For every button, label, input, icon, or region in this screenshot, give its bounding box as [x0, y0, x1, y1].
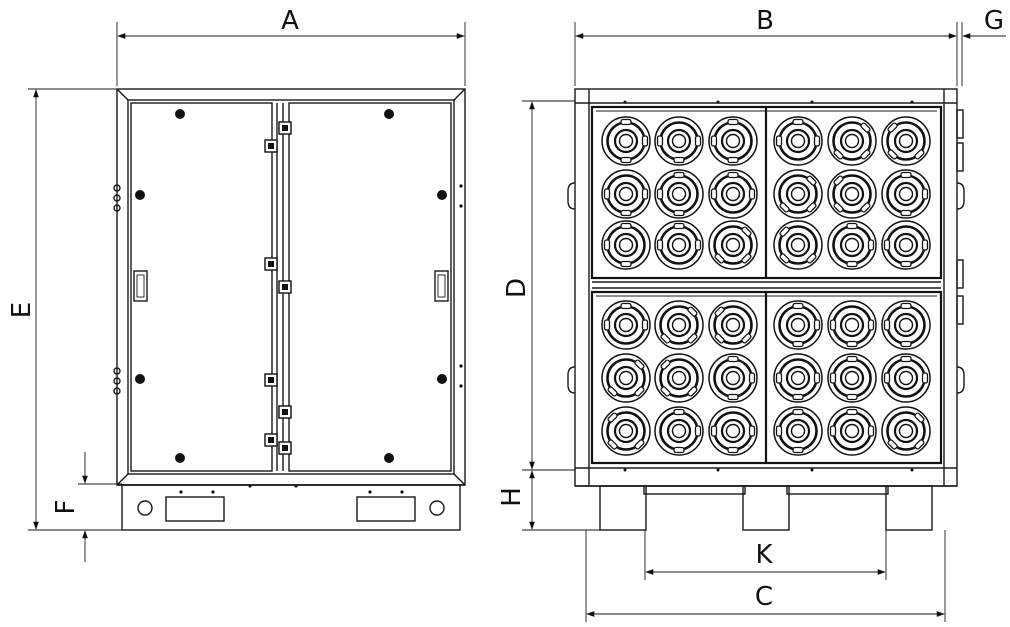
- base-hole-left: [137, 500, 153, 516]
- fan-unit: [708, 353, 758, 403]
- fan-unit: [827, 300, 877, 350]
- fan-unit: [601, 353, 651, 403]
- side-inner-frame: [127, 99, 455, 475]
- fan-unit: [827, 353, 877, 403]
- dim-label-e: E: [7, 302, 37, 318]
- fan-unit: [601, 116, 651, 166]
- dim-label-c: C: [755, 582, 773, 612]
- base-rail-right: [786, 485, 889, 495]
- fan-unit: [881, 169, 931, 219]
- base-rail-left: [643, 485, 746, 495]
- dim-label-h: H: [497, 487, 527, 507]
- fan-unit: [827, 406, 877, 456]
- dim-label-d: D: [502, 278, 532, 298]
- fan-unit: [881, 353, 931, 403]
- fan-unit: [827, 169, 877, 219]
- forklift-slot-left: [165, 496, 225, 522]
- fan-unit: [654, 406, 704, 456]
- foot-right: [885, 485, 933, 531]
- left-door-panel: [130, 102, 273, 472]
- base-hole-right: [429, 500, 445, 516]
- fan-unit: [654, 220, 704, 270]
- fan-unit: [881, 220, 931, 270]
- fan-unit: [654, 300, 704, 350]
- right-door-panel: [288, 102, 452, 472]
- side-mounts: [567, 109, 965, 394]
- fan-unit: [827, 116, 877, 166]
- fan-unit: [881, 406, 931, 456]
- fan-unit: [708, 169, 758, 219]
- fan-unit: [773, 220, 823, 270]
- fan-unit: [708, 116, 758, 166]
- fan-unit: [654, 169, 704, 219]
- dim-label-b: B: [756, 6, 774, 36]
- fan-unit: [654, 116, 704, 166]
- fan-unit: [773, 300, 823, 350]
- door-handles: [133, 270, 449, 302]
- foot-left: [599, 485, 647, 531]
- fan-unit: [708, 220, 758, 270]
- fan-unit: [881, 116, 931, 166]
- fan-unit: [601, 220, 651, 270]
- fan-unit: [601, 406, 651, 456]
- foot-center: [742, 485, 790, 531]
- side-base: [121, 484, 461, 531]
- dim-label-f: F: [51, 500, 81, 515]
- fan-unit: [827, 220, 877, 270]
- fan-unit: [601, 169, 651, 219]
- door-hinges: [264, 121, 292, 455]
- fan-unit: [708, 300, 758, 350]
- fan-grid: [601, 116, 931, 456]
- fan-unit: [773, 353, 823, 403]
- fan-unit: [601, 300, 651, 350]
- fan-unit: [881, 300, 931, 350]
- side-view: A E F: [7, 6, 466, 562]
- fan-unit: [773, 116, 823, 166]
- forklift-slot-right: [356, 496, 416, 522]
- front-view: B G D H K C: [497, 6, 1006, 622]
- fan-unit: [654, 353, 704, 403]
- dim-label-g: G: [984, 6, 1004, 36]
- fan-unit: [773, 406, 823, 456]
- dim-label-k: K: [755, 540, 773, 570]
- door-bolts: [135, 109, 463, 463]
- dim-label-a: A: [281, 6, 299, 36]
- fan-unit: [708, 406, 758, 456]
- fan-unit: [773, 169, 823, 219]
- side-latches: [113, 184, 121, 395]
